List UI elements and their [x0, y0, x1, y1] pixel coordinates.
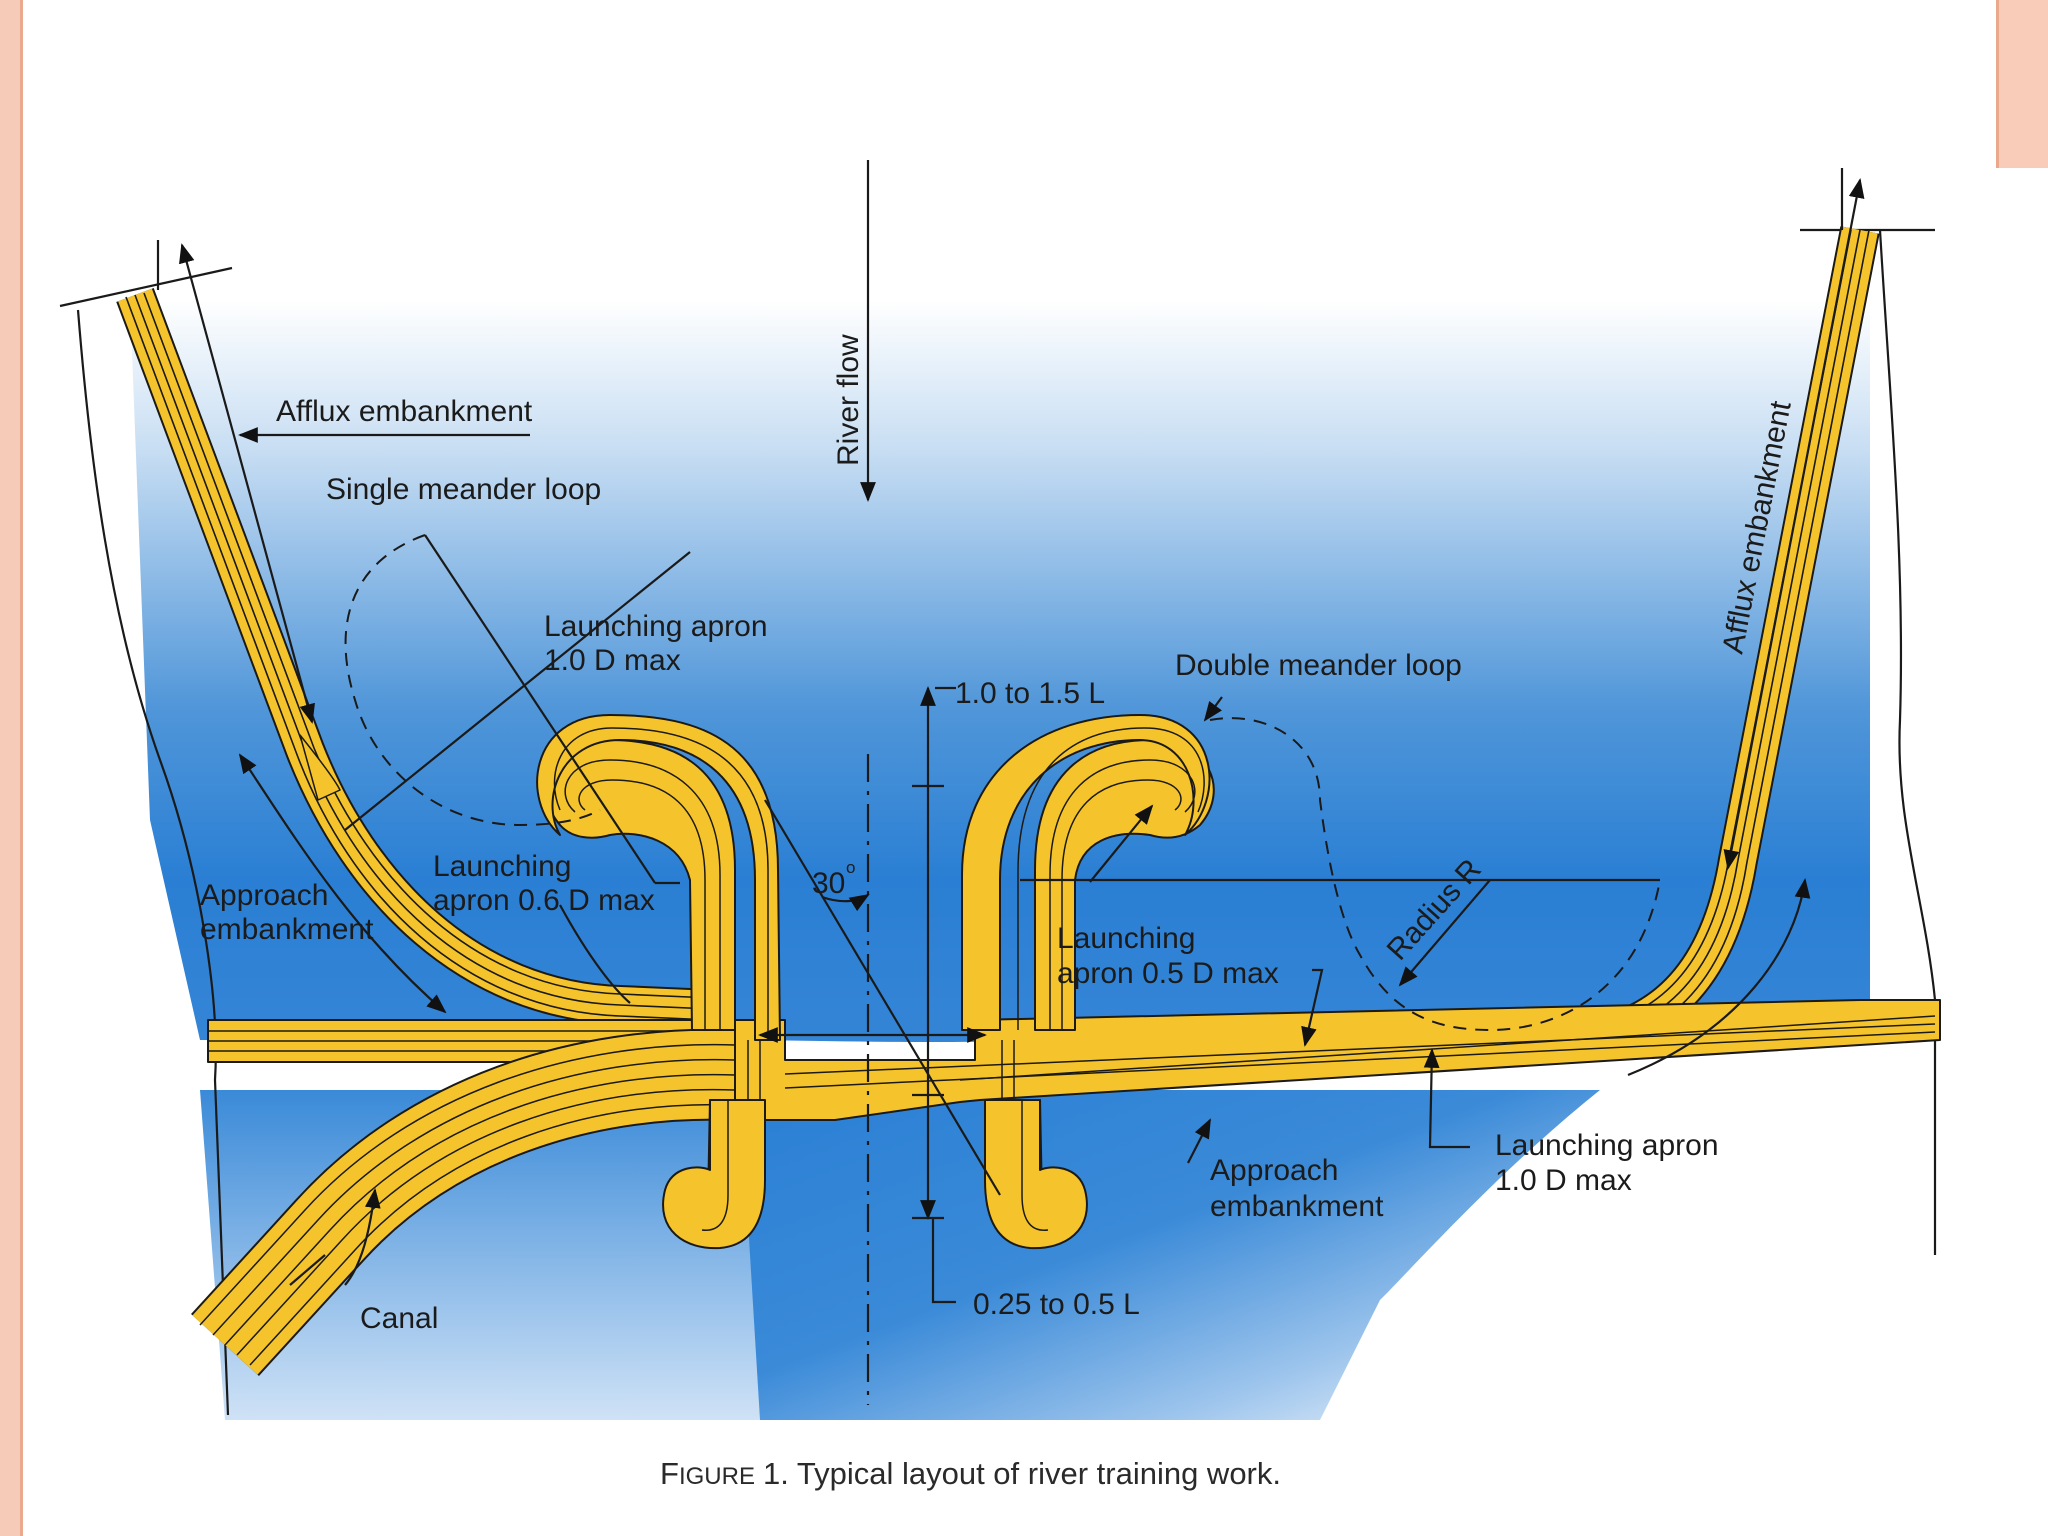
caption-text: 1. Typical layout of river training work…: [763, 1456, 1281, 1491]
launching-apron-1-label-line1: Launching apron: [544, 610, 768, 643]
approach-left-line2: embankment: [200, 913, 374, 946]
canal-label: Canal: [360, 1302, 438, 1335]
launching-apron-1-label-line2: 1.0 D max: [544, 644, 681, 677]
approach-bottom-line1: Approach: [1210, 1154, 1338, 1187]
approach-left-line1: Approach: [200, 879, 328, 912]
embankments: [116, 226, 1941, 1377]
caption-prefix-rest: IGURE: [679, 1463, 755, 1490]
dim-bottom-label: 0.25 to 0.5 L: [973, 1288, 1140, 1321]
left-lower-hook: [662, 1099, 766, 1250]
figure-caption: FIGURE 1. Typical layout of river trainin…: [660, 1456, 1281, 1491]
angle-label: 30: [812, 867, 845, 900]
launching-apron-right-line2: 1.0 D max: [1495, 1164, 1632, 1197]
radius-line: [1398, 879, 1491, 987]
annotation-lines: [156, 160, 1865, 1405]
launching-apron-right-line1: Launching apron: [1495, 1129, 1719, 1162]
right-lower-hook: [984, 1099, 1088, 1250]
slide-corner-decoration: [1996, 0, 2048, 168]
afflux-left-dimension: [179, 243, 315, 724]
dim-top-label: 1.0 to 1.5 L: [955, 677, 1105, 710]
double-meander-label: Double meander loop: [1175, 649, 1462, 682]
launching-apron-05-line2: apron 0.5 D max: [1057, 957, 1279, 990]
angle-degree: o: [846, 858, 855, 877]
right-upper-hook: [961, 714, 1215, 1031]
caption-prefix-f: F: [660, 1456, 679, 1491]
launching-apron-05-line1: Launching: [1057, 922, 1195, 955]
approach-bottom-line2: embankment: [1210, 1190, 1384, 1223]
left-upper-hook: [536, 714, 781, 1041]
launching-apron-06-line1: Launching: [433, 850, 571, 883]
canal-embankment: [191, 1028, 737, 1377]
slide-left-border: [0, 0, 23, 1536]
river-flow-label: River flow: [832, 334, 865, 466]
afflux-left-label: Afflux embankment: [276, 395, 533, 428]
single-meander-label: Single meander loop: [326, 473, 601, 506]
thirty-degree-line: [764, 799, 1001, 1196]
approach-left-arc: [238, 753, 447, 1014]
launching-apron-06-line2: apron 0.6 D max: [433, 884, 655, 917]
